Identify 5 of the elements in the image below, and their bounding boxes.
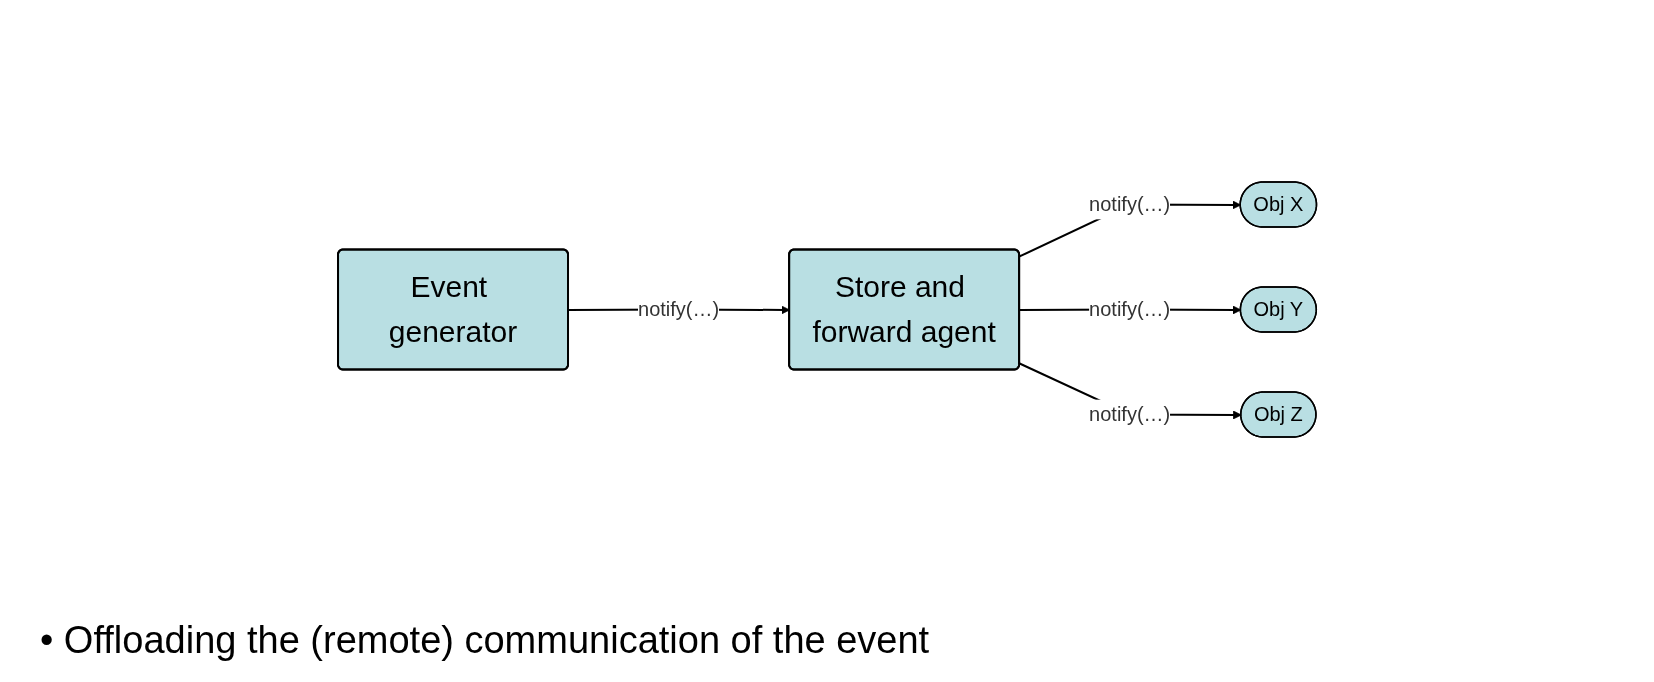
edge-label: notify(…) (1088, 403, 1170, 426)
edge-label: notify(…) (637, 298, 719, 321)
edge-label: notify(…) (1088, 193, 1170, 216)
edge-label: notify(…) (1088, 298, 1170, 321)
bullet-note: • Offloading the (remote) communication of the event (40, 619, 930, 662)
